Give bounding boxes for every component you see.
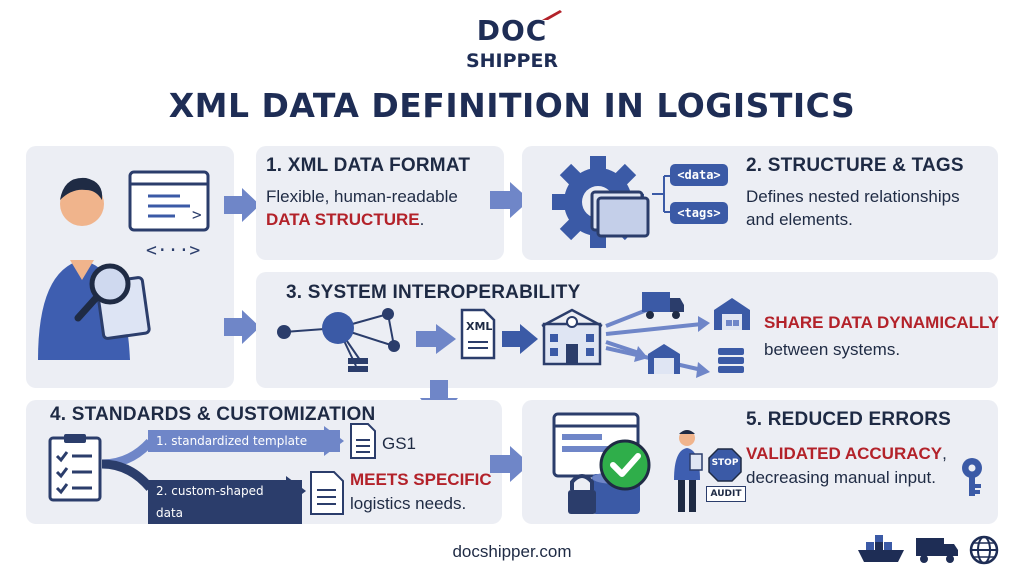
truck-icon — [642, 292, 684, 319]
xml-document-icon — [460, 308, 496, 360]
arrow-to-xml-icon — [416, 324, 456, 354]
network-nodes-icon — [277, 308, 400, 372]
arrow-step4-to-step5-icon — [490, 446, 530, 482]
step3-heading: 3. SYSTEM INTEROPERABILITY — [286, 282, 581, 303]
person-with-magnifier-icon: > <···> — [38, 170, 210, 360]
ship-icon — [858, 535, 904, 562]
footer-url[interactable]: docshipper.com — [452, 542, 572, 561]
svg-text:>: > — [192, 205, 202, 224]
step4-highlight: MEETS SPECIFIC — [350, 470, 492, 489]
step1-heading: 1. XML DATA FORMAT — [266, 155, 471, 176]
logo-text-top: DOC — [476, 14, 548, 47]
stop-sign-icon — [708, 448, 742, 482]
xml-doc-label: XML — [466, 320, 493, 333]
data-tag-label: <data> — [670, 164, 728, 186]
checklist-icon — [48, 434, 102, 502]
step1-highlight: DATA STRUCTURE — [266, 210, 420, 229]
worker-icon — [674, 430, 703, 512]
step2-text-line1: Defines nested relationships — [746, 187, 960, 206]
gs1-label: GS1 — [382, 434, 417, 453]
standardized-template-pill: 1. standardized template — [148, 430, 340, 452]
page-title: XML DATA DEFINITION IN LOGISTICS — [168, 86, 856, 125]
warehouse-2-icon — [648, 344, 680, 374]
arrow-to-building-icon — [502, 324, 538, 354]
key-icon — [962, 458, 982, 496]
audit-label: AUDIT — [706, 486, 746, 502]
step1-tail: . — [419, 210, 425, 229]
step1-panel — [256, 146, 504, 260]
step4-text: logistics needs. — [350, 494, 467, 513]
pill1-arrowhead-icon — [324, 426, 344, 456]
branch-connector-icon — [101, 438, 152, 491]
logo-text-bottom: SHIPPER — [465, 50, 559, 72]
step2-heading: 2. STRUCTURE & TAGS — [746, 155, 964, 176]
step3-text: between systems. — [764, 340, 901, 359]
step5-highlight: VALIDATED ACCURACY — [746, 444, 943, 463]
globe-icon — [969, 535, 999, 565]
step1-text: Flexible, human-readable — [266, 187, 458, 206]
arrow-to-step3-icon — [224, 310, 260, 344]
tag-connector-icon — [652, 175, 670, 213]
step4-heading: 4. STANDARDS & CUSTOMIZATION — [50, 404, 376, 425]
truck-footer-icon — [916, 538, 958, 563]
step5-tail: , — [942, 444, 947, 463]
warehouse-icon — [714, 298, 750, 330]
stop-label: STOP — [711, 458, 739, 468]
arrow-step1-to-step2-icon — [490, 182, 530, 218]
step3-highlight: SHARE DATA DYNAMICALLY — [764, 313, 1000, 332]
arrow-to-step1-icon — [224, 188, 260, 222]
custom-shaped-pill: 2. custom-shaped data — [148, 480, 302, 524]
plane-icon — [542, 10, 562, 20]
tags-tag-label: <tags> — [670, 202, 728, 224]
svg-text:<···>: <···> — [146, 240, 200, 261]
step2-text-line2: and elements. — [746, 210, 853, 229]
server-icon — [718, 348, 744, 373]
gear-folder-icon — [552, 156, 650, 248]
pill2-arrowhead-icon — [286, 476, 306, 506]
document-2-icon — [310, 471, 344, 515]
document-icon — [350, 423, 376, 459]
check-badge-icon — [599, 439, 651, 491]
step5-heading: 5. REDUCED ERRORS — [746, 409, 952, 430]
building-icon — [541, 308, 603, 366]
step5-text: decreasing manual input. — [746, 468, 936, 487]
